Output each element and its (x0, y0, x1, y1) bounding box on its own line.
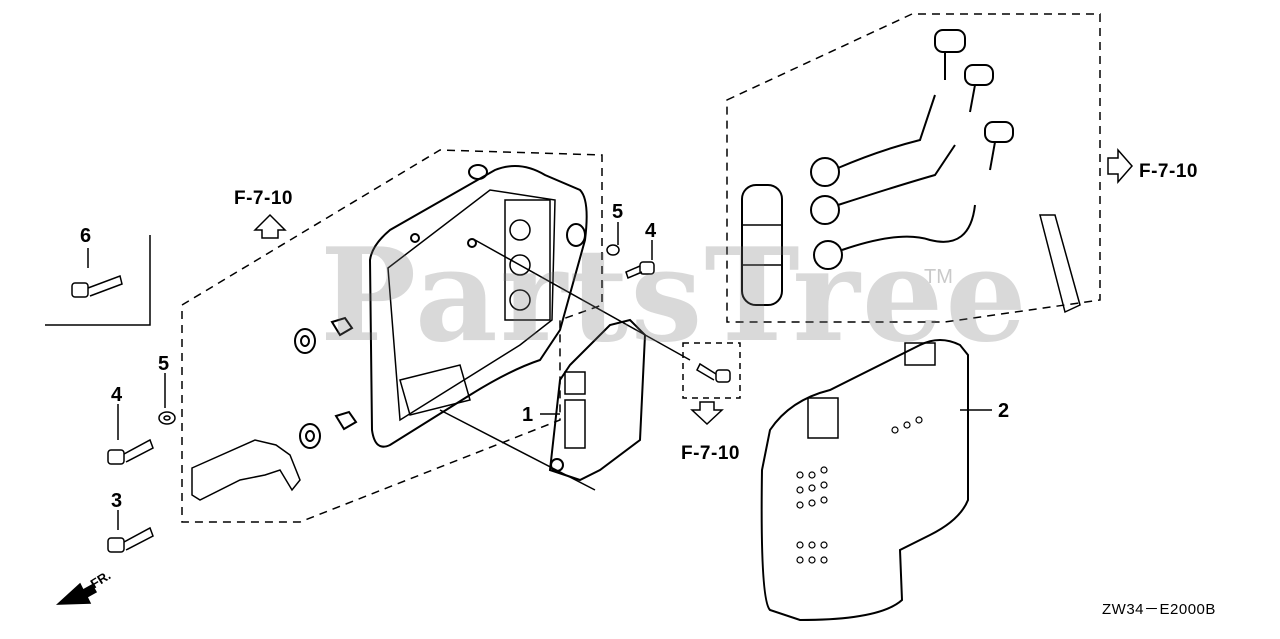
callout-3: 3 (111, 490, 123, 512)
panel-cover (760, 339, 969, 622)
watermark-tm: TM (924, 266, 953, 288)
mounting-bracket (191, 439, 301, 501)
fasteners (71, 244, 731, 553)
bolt-group-outline (682, 342, 741, 399)
grommets (294, 223, 586, 449)
ignition-group-outline (726, 13, 1101, 323)
callout-5-lower: 5 (158, 353, 170, 375)
control-panel-frame (368, 164, 588, 448)
ref-label-top-center[interactable]: F-7-10 (234, 188, 293, 209)
ignition-coils (741, 29, 1081, 314)
reference-arrows (253, 148, 1133, 426)
callout-4-lower: 4 (111, 384, 123, 406)
part-6-bracket (45, 235, 151, 326)
drawing-code: ZW34－E2000B (1102, 601, 1216, 618)
callout-6: 6 (80, 225, 92, 247)
ref-label-bottom-center[interactable]: F-7-10 (681, 443, 740, 464)
ref-label-top-right[interactable]: F-7-10 (1139, 161, 1198, 182)
control-module (548, 318, 647, 482)
front-arrow-icon (55, 582, 98, 605)
callout-1: 1 (522, 404, 534, 426)
callout-5-upper: 5 (612, 201, 624, 223)
callout-4-upper: 4 (645, 220, 657, 242)
callout-2: 2 (998, 400, 1010, 422)
watermark: PartsTree (320, 221, 1029, 371)
panel-group-outline (181, 149, 603, 523)
